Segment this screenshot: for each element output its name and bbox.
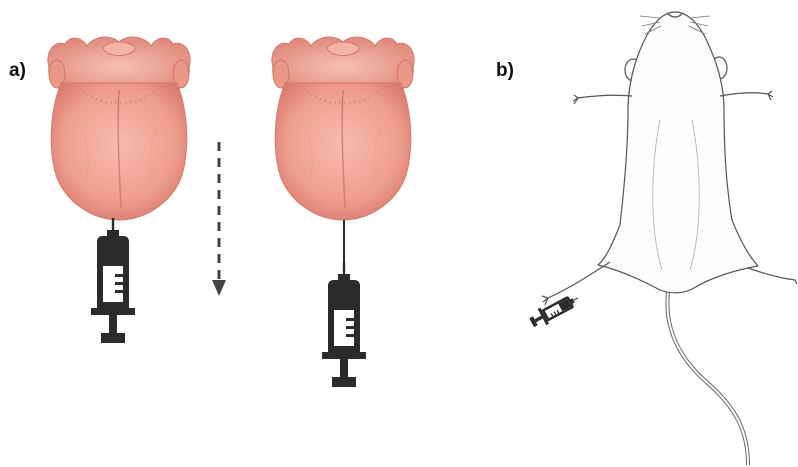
tongue-illustration-left [48,37,190,220]
rat-illustration [542,12,797,465]
syringe-icon-right [322,262,366,387]
syringe-icon-rat [527,290,582,331]
syringe-icon-left [91,218,135,343]
tongue-illustration-right [272,37,414,220]
dashed-arrow-down-icon [212,142,226,296]
